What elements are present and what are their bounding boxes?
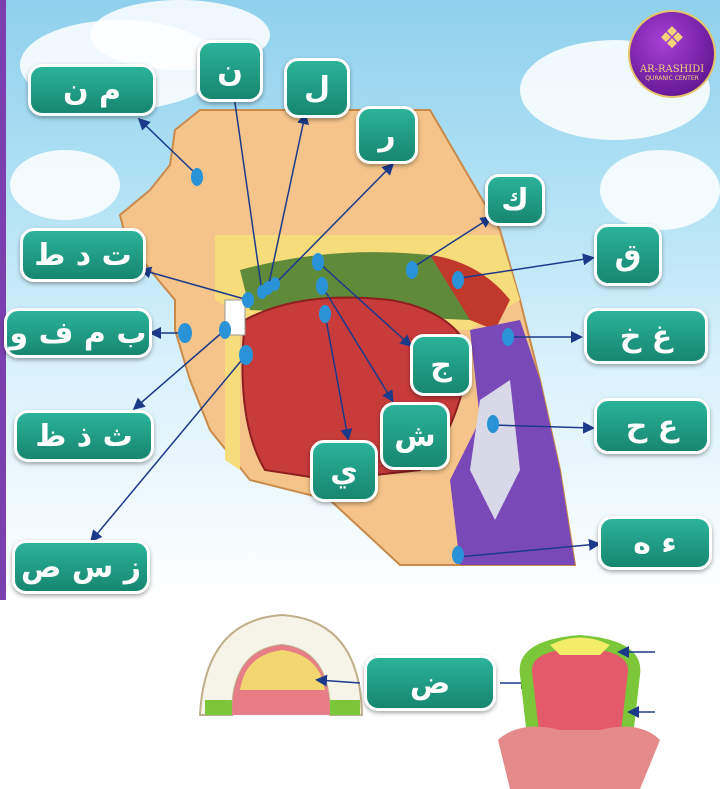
arrow-mim-nun: [137, 117, 198, 176]
label-ghayn-kha: غ خ: [584, 308, 708, 364]
molar-green-right: [330, 700, 360, 715]
label-ra: ر: [356, 106, 418, 164]
arrow-zay-sin-sad: [90, 354, 247, 543]
label-qaf: ق: [594, 224, 662, 286]
label-nun: ن: [197, 40, 263, 102]
cloud: [600, 150, 720, 230]
label-shin: ش: [380, 402, 450, 470]
point-ra: [270, 277, 280, 291]
point-shin: [316, 277, 328, 295]
left-accent-bar: [0, 0, 6, 600]
cloud: [10, 150, 120, 220]
label-ayn-ha: ع ح: [594, 398, 710, 454]
label-lam: ل: [284, 58, 350, 118]
arrow-ayn-ha: [492, 421, 595, 434]
point-tha: [219, 321, 231, 339]
point-nose: [191, 168, 203, 186]
arrow-ya: [324, 313, 353, 441]
arrow-ta-dal-tta: [139, 266, 249, 301]
label-ba-mim-fa-waw: ب م ف و: [4, 308, 152, 358]
palate-yellow: [240, 650, 325, 690]
arrow-tha-dhal-dha: [132, 329, 226, 410]
point-ya: [319, 305, 331, 323]
label-hamza-ha: ء ه: [598, 516, 712, 570]
molar-green-left: [205, 700, 232, 715]
arrow-lines: [90, 79, 601, 558]
logo-name: AR-RASHIDI: [639, 64, 705, 75]
point-kaf: [406, 261, 418, 279]
upper-teeth-arch: [198, 613, 364, 716]
logo-subtitle: QURANIC CENTER: [645, 75, 699, 82]
label-kaf: ك: [485, 174, 545, 226]
label-tha-dhal-dha: ث ذ ظ: [14, 410, 154, 462]
point-teeth-tip: [242, 292, 254, 308]
arrow-shin: [321, 285, 394, 403]
tongue-tip-yellow: [550, 637, 610, 655]
soft-palate: [430, 255, 510, 330]
point-hamza: [452, 546, 464, 564]
arrow-jim: [317, 261, 413, 348]
arrow-dad-left: [315, 674, 361, 687]
throat-area: [498, 726, 660, 789]
arrow-ra: [274, 162, 395, 285]
label-ta-dal-tta: ت د ط: [20, 228, 146, 282]
ar-rashidi-logo: ❖ AR-RASHIDI QURANIC CENTER: [628, 10, 716, 98]
arrow-qaf: [459, 253, 595, 279]
point-ayn: [487, 415, 499, 433]
articulation-points: [178, 168, 514, 564]
label-zay-sin-sad: ز س ص: [12, 540, 150, 594]
label-mim-nun: م ن: [28, 64, 156, 116]
arrow-nun: [227, 79, 263, 293]
point-qaf: [452, 271, 464, 289]
point-lips: [178, 323, 192, 343]
tongue-top-view: [498, 635, 660, 789]
label-dad: ض: [364, 655, 496, 711]
logo-mark-icon: ❖: [658, 21, 686, 56]
arrow-lam: [267, 112, 309, 289]
label-ya: ي: [310, 440, 378, 502]
arrow-hamza-ha: [457, 538, 601, 558]
epiglottis: [470, 380, 520, 520]
point-jim: [312, 253, 324, 271]
label-jim: ج: [410, 334, 472, 396]
point-ghayn: [502, 328, 514, 346]
arrow-kaf: [411, 216, 493, 269]
point-zay: [239, 345, 253, 365]
jaw-bone: [225, 320, 240, 470]
